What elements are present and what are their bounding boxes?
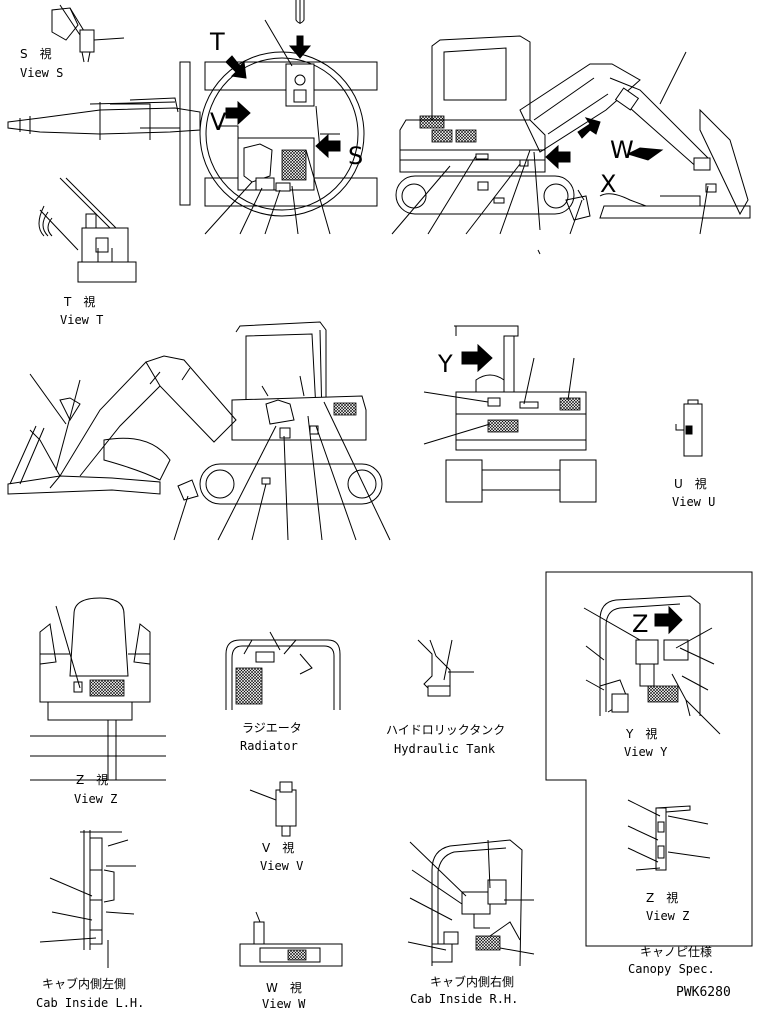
arrow-icon	[225, 100, 251, 126]
canopy-spec-en-label: Canopy Spec.	[628, 962, 715, 976]
arrow-icon	[577, 117, 601, 139]
arrow-letter-t: T	[209, 28, 225, 56]
cab-inside-rh-en-label: Cab Inside R.H.	[410, 992, 518, 1006]
callout-leader-icon	[39, 839, 136, 943]
hydraulic-tank-sketch	[417, 639, 474, 697]
arrow-letter-w: W	[610, 136, 634, 164]
view-v-en-label: View V	[260, 859, 303, 873]
view-v-sketch	[249, 781, 297, 837]
drawing-id: PWK6280	[676, 985, 731, 1000]
arrow-letter-y: Y	[437, 350, 453, 378]
arrow-letter-x: X	[600, 170, 616, 198]
view-y-jp-label: Y 視	[625, 726, 657, 741]
callout-leader-icon	[391, 51, 709, 255]
hydraulic-tank-jp-label: ハイドロリックタンク	[386, 723, 505, 737]
excavator-rear-view	[445, 325, 597, 503]
arrow-letter-z: Z	[632, 610, 648, 638]
callout-leader-icon	[423, 357, 575, 445]
arrow-icon	[315, 133, 341, 159]
view-z-canopy-sketch	[655, 805, 691, 871]
radiator-en-label: Radiator	[240, 739, 298, 753]
excavator-side-view-left	[7, 321, 383, 505]
view-w-en-label: View W	[262, 997, 306, 1010]
canopy-spec-jp-label: キャノピ仕様	[640, 945, 712, 959]
cab-inside-lh-jp-label: キャブ内側左側	[42, 976, 126, 991]
view-s-sketch	[51, 4, 125, 63]
arrow-icon	[461, 343, 493, 373]
view-y-sketch	[599, 595, 701, 717]
canopy-spec-frame	[545, 571, 753, 947]
view-s-jp-label: S 視	[20, 46, 52, 61]
arrow-icon	[654, 605, 683, 635]
view-y-en-label: View Y	[624, 745, 668, 759]
view-z-main-en-label: View Z	[74, 792, 117, 806]
arrow-icon	[626, 147, 664, 161]
callout-leader-icon	[583, 607, 721, 735]
callout-leader-icon	[204, 19, 331, 235]
view-t-jp-label: T 視	[63, 294, 95, 309]
view-u-sketch	[675, 399, 703, 457]
view-z-canopy-en-label: View Z	[646, 909, 689, 923]
view-v-jp-label: V 視	[262, 840, 294, 855]
view-t-en-label: View T	[60, 313, 103, 327]
view-t-sketch	[38, 177, 137, 283]
arrow-icon	[288, 35, 312, 59]
view-z-canopy-jp-label: Z 視	[646, 890, 678, 905]
callout-leader-icon	[407, 839, 535, 955]
view-s-en-label: View S	[20, 66, 63, 80]
arrow-icon	[545, 144, 571, 170]
hydraulic-tank-en-label: Hydraulic Tank	[394, 742, 496, 756]
excavator-top-view	[7, 0, 378, 217]
view-u-en-label: View U	[672, 495, 715, 509]
cab-inside-rh-jp-label: キャブ内側右側	[430, 974, 514, 989]
radiator-jp-label: ラジエータ	[242, 721, 302, 735]
arrow-letter-s: S	[348, 142, 363, 170]
view-z-main-jp-label: Z 視	[76, 772, 108, 787]
view-z-seat-sketch	[30, 597, 166, 781]
excavator-side-view-right	[395, 35, 751, 221]
view-w-jp-label: W 視	[266, 980, 302, 995]
cab-inside-lh-en-label: Cab Inside L.H.	[36, 996, 144, 1010]
callout-leader-icon	[627, 799, 711, 871]
arrow-letter-v: V	[210, 108, 227, 136]
view-w-sketch	[239, 911, 343, 967]
view-u-jp-label: U 視	[674, 476, 707, 491]
arrow-icon	[225, 55, 247, 79]
cab-inside-lh-sketch	[80, 830, 122, 968]
callout-leader-icon	[29, 373, 391, 541]
cab-inside-rh-sketch	[431, 839, 523, 967]
radiator-sketch	[225, 631, 341, 710]
